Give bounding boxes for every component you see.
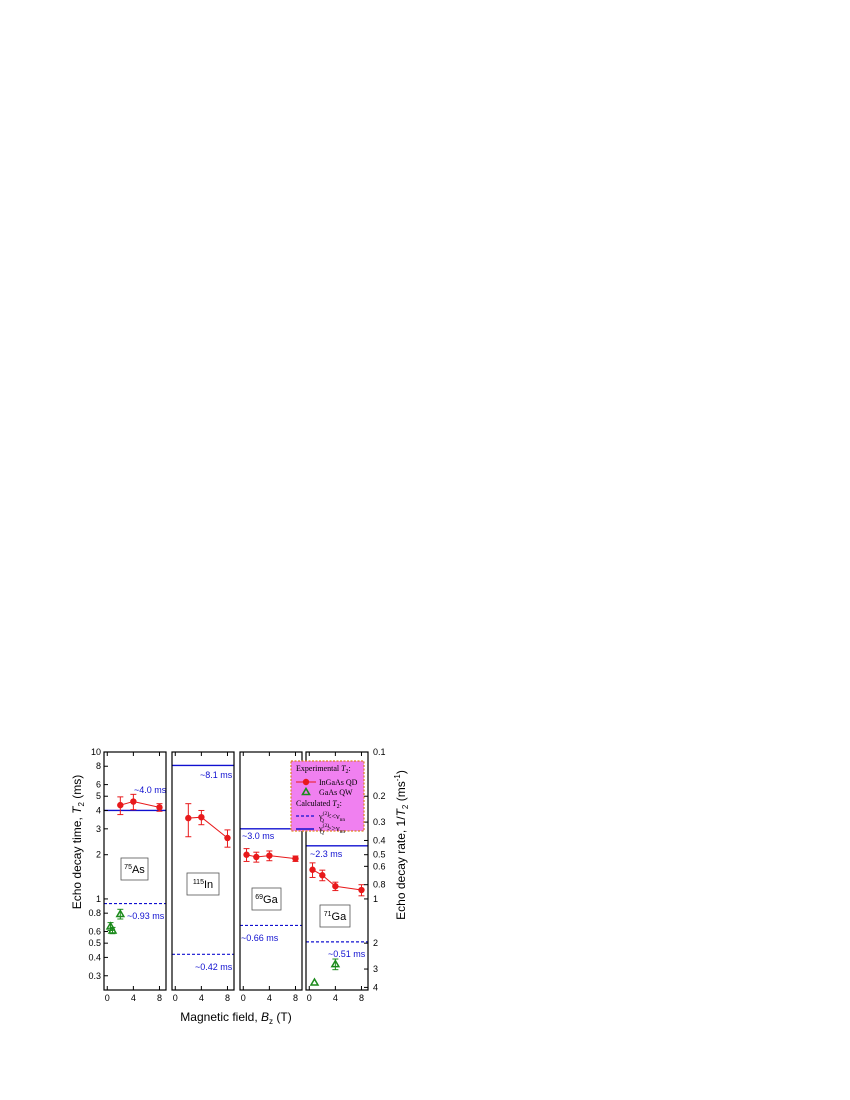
panels-layer: ~4.0 ms ~0.93 ms 75As 0 4 8 ~8.1 ms ~0.42 ms 115… [103, 751, 369, 1003]
y-right-tick-label: 0.3 [373, 817, 386, 827]
qd-point [358, 886, 365, 894]
qw-point [309, 977, 320, 986]
qd-point [243, 851, 250, 858]
qd-point [156, 804, 163, 811]
panel-frame [103, 751, 167, 991]
y-right-tick-label: 0.6 [373, 861, 386, 871]
qd-series-line [246, 854, 296, 860]
legend-box [290, 760, 365, 832]
qd-point [266, 852, 273, 859]
calc-dashed-label: ~0.42 ms [195, 962, 233, 972]
calc-solid-label: ~2.3 ms [310, 849, 343, 859]
y-left-tick-label: 0.6 [88, 927, 101, 937]
y-left-axis-label: Echo decay time, T2 (ms) [70, 775, 86, 910]
isotope-label: 75As [124, 864, 145, 876]
qd-series-line [312, 869, 362, 891]
isotope-box [186, 872, 220, 896]
isotope-label: 115In [193, 879, 213, 891]
qd-point [253, 853, 260, 861]
legend-experimental-title: Experimental T2: [296, 764, 351, 775]
y-right-axis-label: Echo decay rate, 1/T2 (ms-1) [393, 770, 410, 920]
y-left-tick-label: 2 [96, 850, 101, 860]
right-y-axis: 0.1 0.2 0.3 0.4 0.50.6 0.8 1 2 3 4 [364, 747, 386, 992]
y-left-tick-label: 6 [96, 780, 101, 790]
panel-frame [239, 751, 303, 991]
y-left-tick-label: 0.5 [88, 938, 101, 948]
isotope-box [120, 857, 149, 881]
panel-4: ~2.3 ms ~0.51 ms 71Ga 0 4 8 [305, 751, 369, 1003]
x-tick-label: 8 [157, 993, 162, 1003]
isotope-box [251, 887, 282, 911]
panel-2: ~8.1 ms ~0.42 ms 115In 0 4 8 [171, 751, 235, 1003]
y-left-tick-label: 5 [96, 791, 101, 801]
calc-dashed-label: ~0.66 ms [241, 933, 279, 943]
y-left-tick-label: 0.4 [88, 952, 101, 962]
x-tick-label: 4 [333, 993, 338, 1003]
legend-dashed-label: ν(2)Q<<νnn [319, 810, 345, 824]
qd-point [198, 813, 205, 821]
x-tick-label: 0 [241, 993, 246, 1003]
legend-calculated-title: Calculated T2: [296, 799, 342, 810]
y-right-tick-label: 0.8 [373, 880, 386, 890]
y-right-tick-label: 0.2 [373, 791, 386, 801]
y-left-tick-label: 3 [96, 824, 101, 834]
y-left-tick-label: 8 [96, 761, 101, 771]
calc-solid-label: ~3.0 ms [242, 831, 275, 841]
y-right-tick-label: 1 [373, 894, 378, 904]
isotope-label: 69Ga [255, 894, 278, 906]
x-tick-label: 0 [307, 993, 312, 1003]
qw-point [330, 959, 341, 968]
qd-series-line [188, 816, 228, 839]
legend-qd-marker [302, 778, 310, 786]
qd-point [292, 855, 299, 862]
calc-solid-label: ~4.0 ms [134, 785, 167, 795]
y-left-tick-label: 4 [96, 805, 101, 815]
calc-dashed-label: ~0.51 ms [328, 949, 366, 959]
y-right-tick-label: 2 [373, 938, 378, 948]
panel-1: ~4.0 ms ~0.93 ms 75As 0 4 8 [103, 751, 167, 1003]
y-right-tick-label: 4 [373, 982, 378, 992]
y-left-tick-label: 1 [96, 894, 101, 904]
qd-point [185, 814, 192, 822]
x-tick-label: 8 [359, 993, 364, 1003]
qd-point [117, 801, 124, 809]
x-tick-label: 8 [293, 993, 298, 1003]
qd-point [130, 798, 137, 805]
qd-point [309, 866, 316, 873]
x-axis-label: Magnetic field, Bz (T) [180, 1010, 291, 1026]
legend-qw-label: GaAs QW [319, 788, 353, 797]
panel-frame [305, 751, 369, 991]
calc-dashed-label: ~0.93 ms [127, 911, 165, 921]
qw-point [115, 908, 126, 918]
y-left-tick-label: 10 [91, 747, 101, 757]
y-right-tick-label: 0.1 [373, 747, 386, 757]
legend-qw-marker [301, 786, 311, 796]
legend-qd-label: InGaAs QD [319, 778, 358, 787]
qd-series-line [120, 801, 160, 808]
x-tick-label: 8 [225, 993, 230, 1003]
qd-point [224, 834, 231, 842]
panel-frame [171, 751, 235, 991]
qw-point [107, 925, 118, 934]
y-right-tick-label: 0.5 [373, 850, 386, 860]
legend-solid-label: ν(2)Q>>νnn [319, 822, 345, 836]
y-right-tick-label: 0.4 [373, 835, 386, 845]
qd-point [319, 872, 326, 879]
x-tick-label: 4 [199, 993, 204, 1003]
x-tick-label: 0 [173, 993, 178, 1003]
x-tick-label: 0 [105, 993, 110, 1003]
isotope-label: 71Ga [324, 911, 347, 923]
isotope-box [319, 904, 351, 928]
y-left-tick-label: 0.8 [88, 908, 101, 918]
qd-point [332, 883, 339, 890]
left-y-axis: 10 8 65 4 3 2 1 0.8 0.60.5 0.4 0.3 [88, 747, 108, 981]
x-tick-label: 4 [267, 993, 272, 1003]
y-right-tick-label: 3 [373, 964, 378, 974]
x-tick-label: 4 [131, 993, 136, 1003]
legend: Experimental T2: InGaAs QD GaAs QW Calcu… [290, 760, 365, 836]
calc-solid-label: ~8.1 ms [200, 770, 233, 780]
y-left-tick-label: 0.3 [88, 971, 101, 981]
panel-3: ~3.0 ms ~0.66 ms 69Ga 0 4 8 [239, 751, 303, 1003]
